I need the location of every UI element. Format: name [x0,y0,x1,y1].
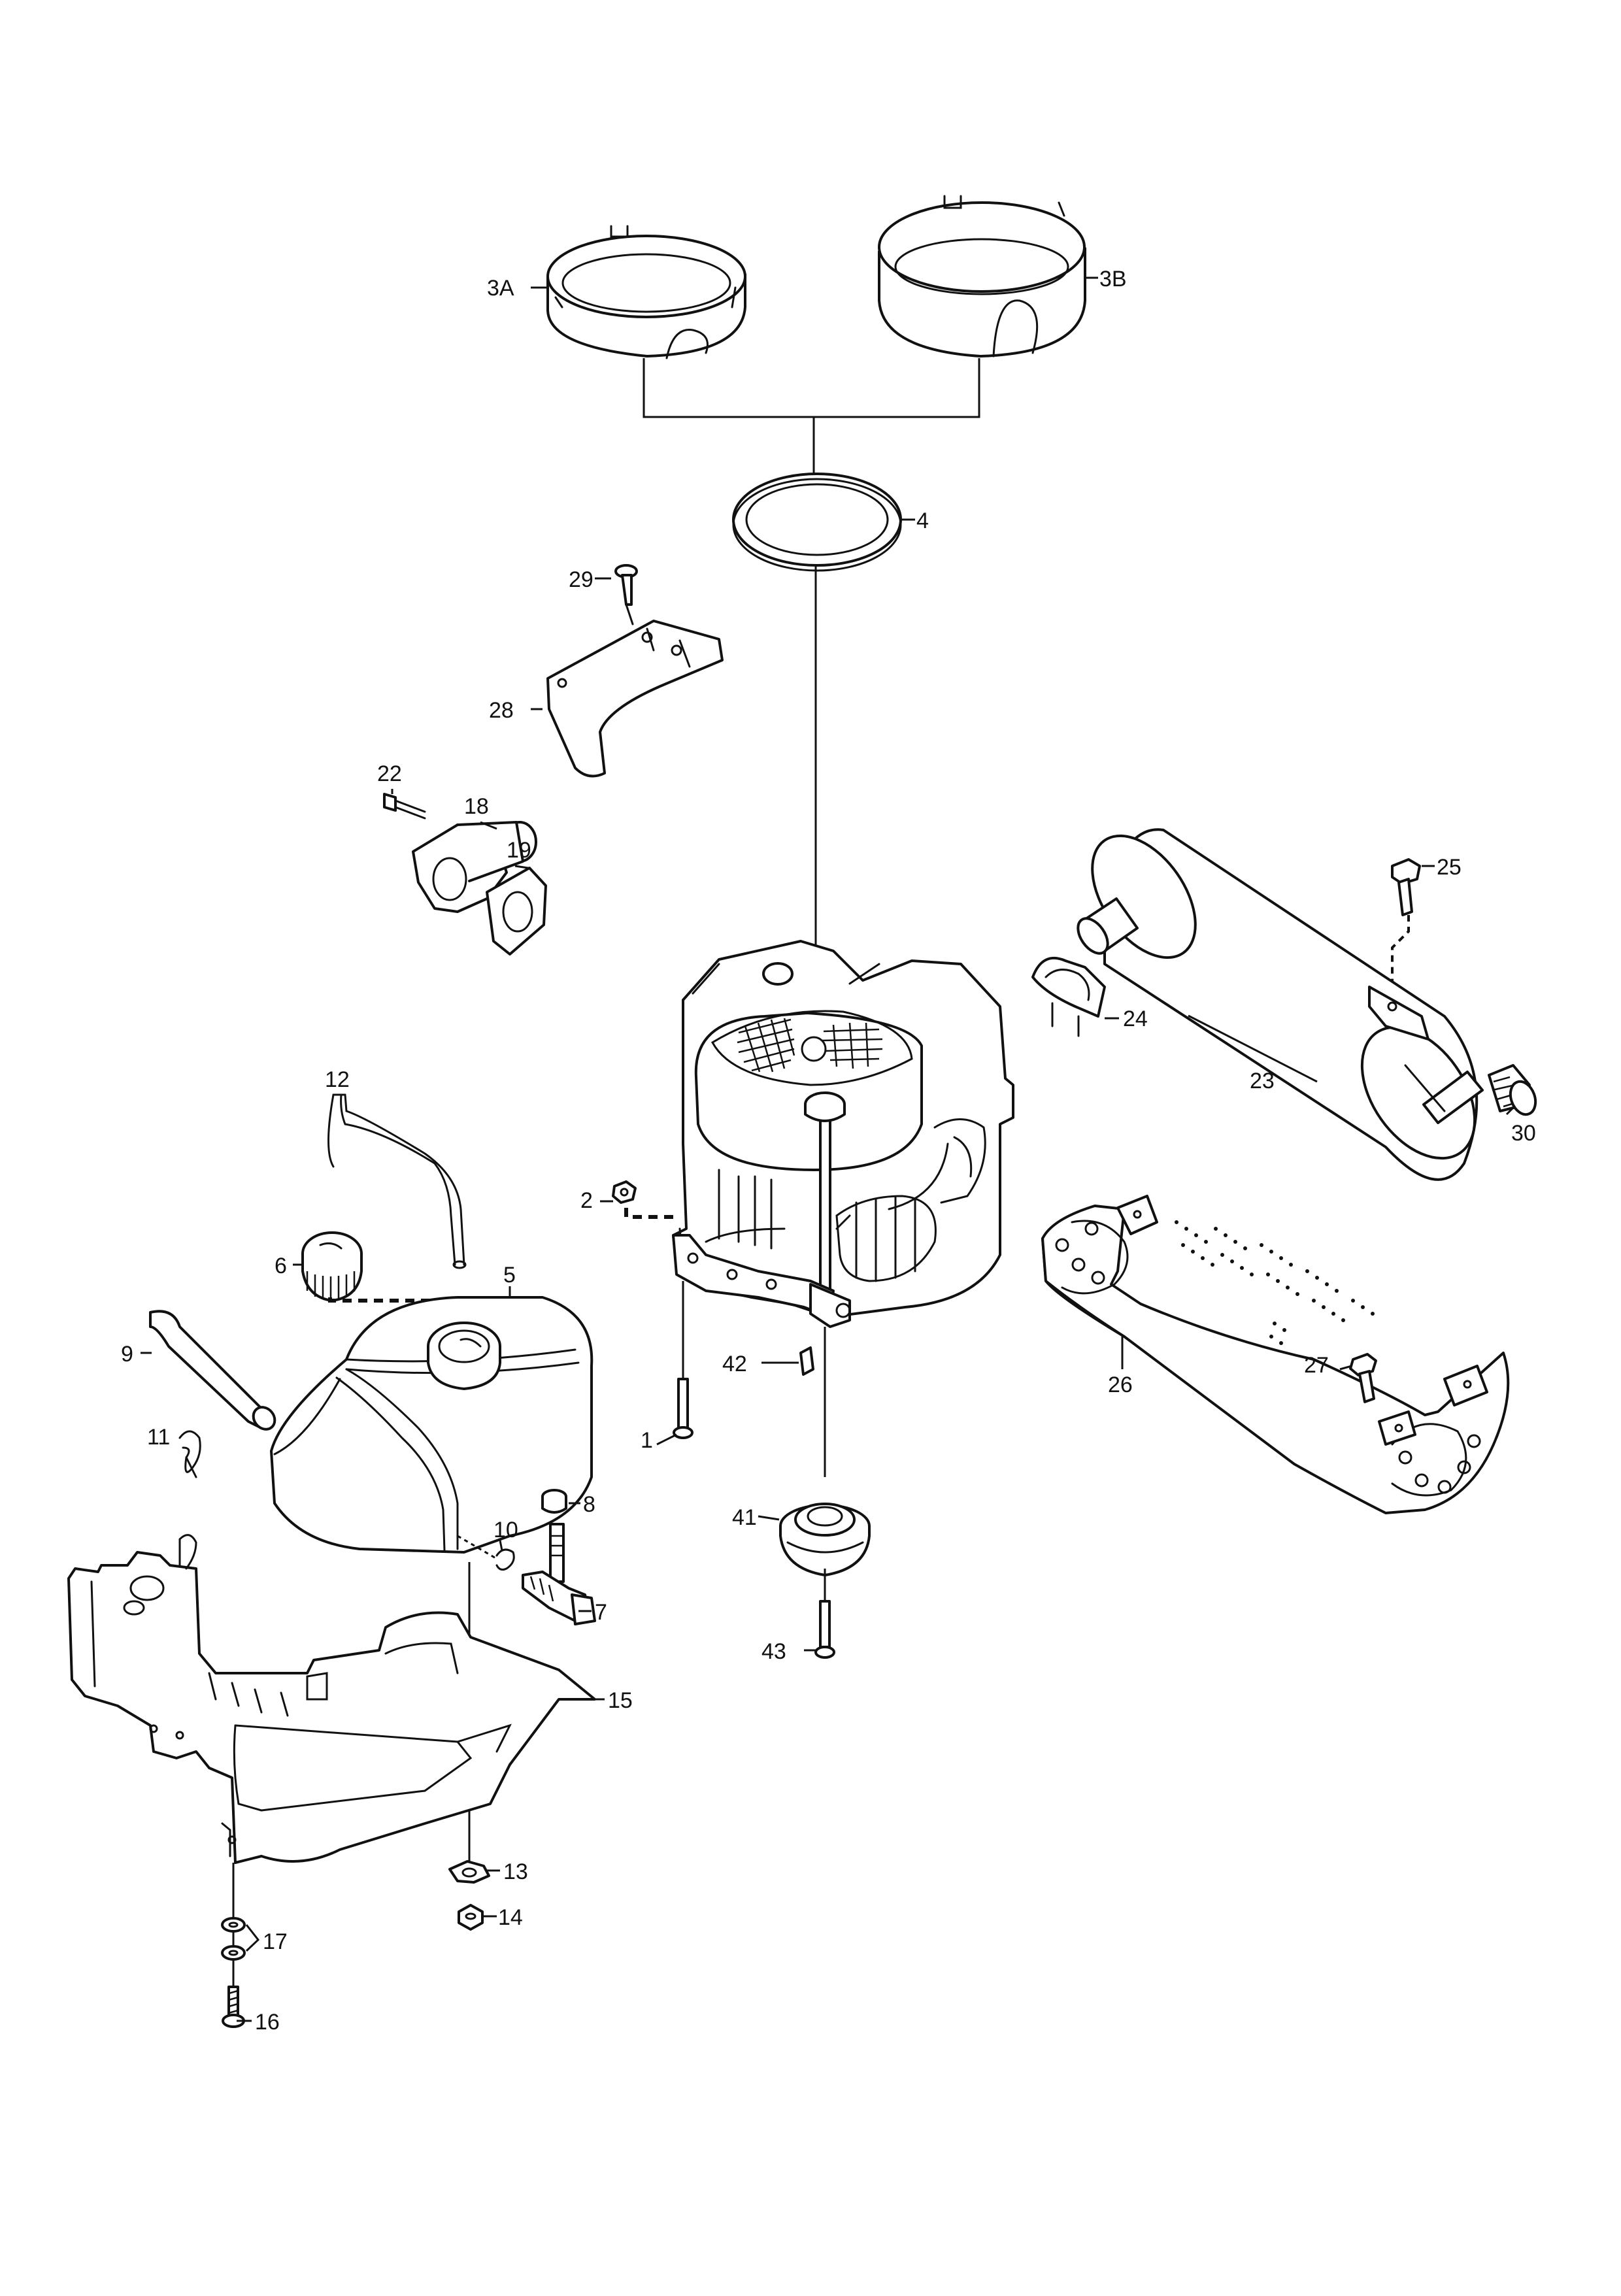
callout-1: 1 [641,1428,653,1453]
part-7-fuel-valve [522,1523,596,1625]
callout-27: 27 [1304,1353,1329,1378]
part-12-fuel-line [327,1093,467,1269]
callout-24: 24 [1123,1007,1148,1031]
callout-15: 15 [608,1688,633,1713]
part-16-screw [222,1986,245,2028]
callout-9: 9 [121,1342,133,1367]
callout-25: 25 [1437,855,1462,880]
part-11-hose-clip [178,1430,201,1478]
part-4-seal-ring [732,473,902,572]
part-2-nut [612,1180,637,1204]
callout-3b: 3B [1099,267,1127,291]
callout-11: 11 [147,1425,170,1450]
callout-26: 26 [1108,1373,1133,1397]
part-25-dashed-route [1391,915,1410,984]
callout-14: 14 [498,1905,523,1930]
part-5-fuel-tank [270,1296,593,1554]
part-engine [672,940,1014,1328]
callout-28: 28 [489,698,514,723]
part-42-key [799,1327,826,1477]
callout-22: 22 [377,761,402,786]
callout-43: 43 [761,1639,786,1664]
callout-8: 8 [583,1492,595,1517]
part-41-pulley [779,1503,871,1576]
callout-leaders [141,276,1516,2022]
part-19-gasket [486,867,547,956]
callout-23: 23 [1250,1069,1275,1093]
callout-41: 41 [732,1505,757,1530]
callout-2: 2 [580,1188,593,1213]
callout-10: 10 [493,1518,518,1542]
callout-4: 4 [916,508,929,533]
part-43-bolt [814,1569,835,1659]
part-30-spark-arrestor [1488,1064,1537,1116]
part-26-heat-shield [1041,1195,1510,1514]
part-17-washers [221,1917,260,1961]
callout-6: 6 [275,1254,287,1278]
part-22-bolt [383,793,426,820]
part-15-tank-bracket [67,1534,596,1864]
callout-29: 29 [569,567,593,592]
callout-13: 13 [503,1859,528,1884]
part-27-screw [1349,1353,1377,1403]
part-9-hose [149,1310,276,1431]
part-29-screw [614,564,638,625]
callout-7: 7 [595,1600,607,1625]
part-28-bracket [546,620,724,778]
part-24-clamp [1031,957,1106,1037]
part-2-dashed-route [624,1208,680,1219]
callout-30: 30 [1511,1121,1536,1146]
callout-5: 5 [503,1263,516,1288]
part-23-muffler [1077,828,1484,1181]
callout-16: 16 [255,2010,280,2035]
engine-air-grille [737,1018,883,1073]
callout-labels: 1 2 3A 3B 4 5 6 7 8 9 10 11 12 13 14 15 … [121,267,1536,2035]
part-1-bolt [673,1281,694,1439]
callout-17: 17 [263,1929,288,1954]
part-3a-guard-ring [546,225,746,359]
part-10-clamp [457,1535,515,1571]
part-8-grommet [541,1489,567,1514]
callout-18: 18 [464,794,489,819]
callout-12: 12 [325,1067,350,1092]
part-3b-guard-ring [878,195,1086,358]
callout-3a: 3A [487,276,514,301]
callout-19: 19 [507,838,531,863]
part-14-nut [458,1904,484,1931]
callout-42: 42 [722,1352,747,1376]
part-13-wing-nut [448,1860,490,1884]
part-25-screw [1391,858,1421,916]
part-6-fuel-cap [301,1231,363,1302]
heat-shield-perforation [1175,1220,1375,1345]
